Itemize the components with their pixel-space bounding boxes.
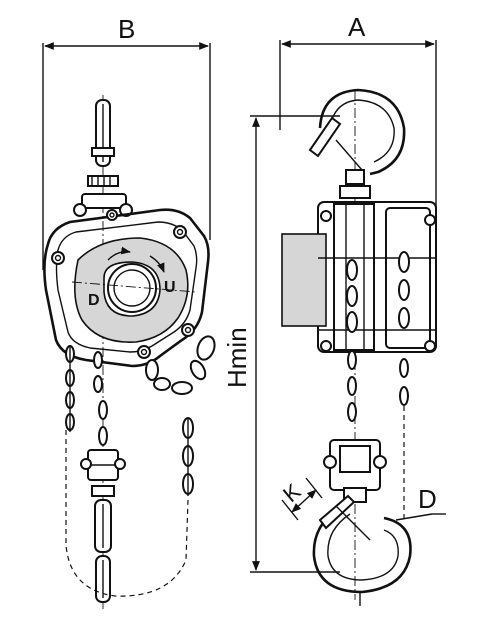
dim-k-ext-1 bbox=[281, 499, 299, 521]
side-load-chain bbox=[346, 251, 410, 422]
dim-hmin-label: Hmin bbox=[222, 327, 252, 388]
front-load-chain-left bbox=[65, 345, 103, 432]
side-view: A Hmin bbox=[222, 12, 446, 606]
dim-d-label: D bbox=[418, 484, 437, 514]
front-top-hook bbox=[73, 99, 133, 217]
dim-a-label: A bbox=[348, 12, 366, 42]
front-view: B bbox=[42, 14, 216, 610]
side-body bbox=[281, 201, 437, 353]
dial-up-label: U bbox=[164, 279, 176, 296]
dim-k-line bbox=[291, 489, 317, 513]
side-lower-block bbox=[323, 439, 387, 503]
body-bolts bbox=[51, 209, 195, 359]
dim-d-leader bbox=[395, 513, 433, 521]
dim-b-label: B bbox=[118, 14, 135, 44]
front-horizontal-axis bbox=[71, 281, 197, 293]
front-lower-block bbox=[80, 400, 126, 603]
side-top-hook bbox=[308, 88, 406, 199]
front-hand-chain bbox=[145, 335, 216, 496]
hand-chain-loop-dashed bbox=[65, 430, 189, 597]
dial-down-label: D bbox=[88, 292, 100, 309]
hoist-body bbox=[43, 208, 210, 368]
side-bottom-hook bbox=[312, 494, 412, 606]
dim-k-ext-2 bbox=[305, 477, 323, 499]
